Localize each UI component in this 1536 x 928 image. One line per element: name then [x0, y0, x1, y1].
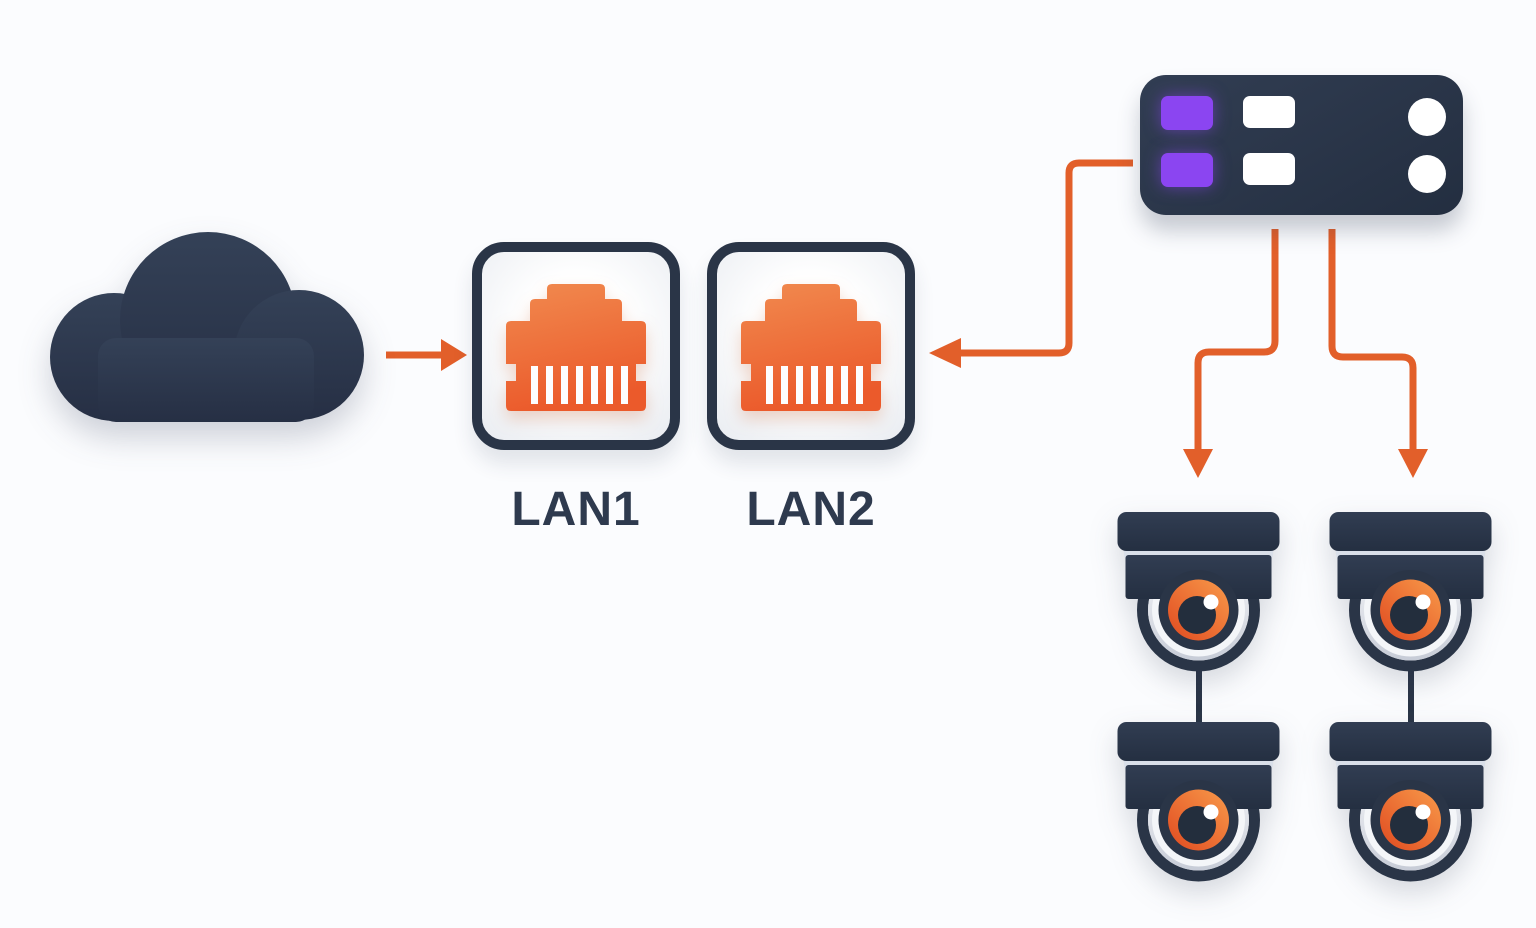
recorder-knob	[1408, 155, 1446, 193]
arrow-recorder-to-lan2	[929, 159, 1133, 368]
dome-camera-icon	[1325, 722, 1496, 884]
internet-cloud-icon	[48, 230, 364, 422]
dome-camera-icon	[1113, 722, 1284, 884]
ethernet-port-icon	[741, 284, 881, 411]
lan2-label: LAN2	[746, 483, 876, 536]
dome-camera-icon	[1325, 512, 1496, 674]
nvr-recorder-icon	[1140, 75, 1463, 215]
arrow-recorder-to-camera-1	[1183, 229, 1279, 478]
lan1-port	[472, 242, 680, 450]
lan1-label: LAN1	[511, 483, 641, 536]
recorder-indicator	[1161, 153, 1213, 187]
recorder-indicator	[1161, 96, 1213, 130]
arrow-internet-to-lan1	[386, 339, 467, 371]
recorder-knob	[1408, 98, 1446, 136]
dome-camera-icon	[1113, 512, 1284, 674]
lan2-port	[707, 242, 915, 450]
recorder-slot	[1243, 153, 1295, 185]
ethernet-port-icon	[506, 284, 646, 411]
recorder-slot	[1243, 96, 1295, 128]
arrow-recorder-to-camera-2	[1328, 229, 1428, 478]
